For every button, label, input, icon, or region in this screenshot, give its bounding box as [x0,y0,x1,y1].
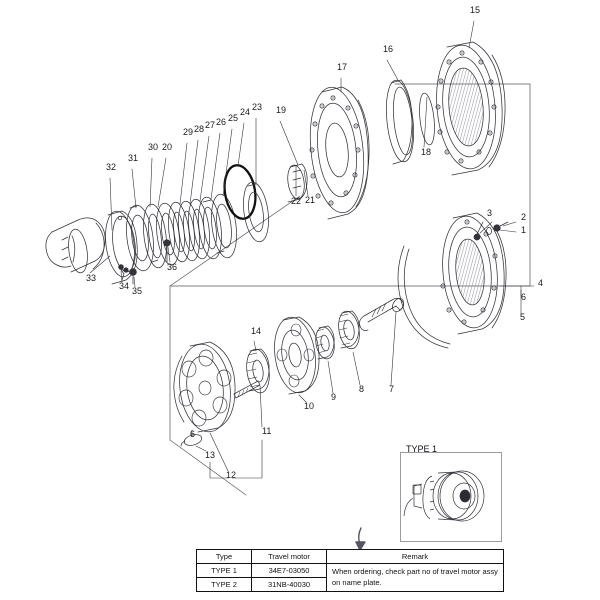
part-36-plug [163,239,171,263]
cell-type-1: TYPE 1 [196,563,252,578]
part-8-sun-gear [338,310,360,350]
callout-8: 8 [359,384,364,394]
part-12-cylinder-block [173,341,236,433]
callout-7: 7 [389,384,394,394]
part-19-17-carrier-housing [309,86,370,220]
part-2-1-bolt-washer [486,221,509,235]
part-22-21-shaft-end [287,163,308,203]
brake-plate-stack [126,193,237,272]
part-23-o-ring-seal [223,164,257,220]
part-25-piston-body [211,193,237,259]
part-35-washer [129,268,137,285]
part-13-plug [180,434,203,447]
callout-1: 1 [521,225,526,235]
callout-12: 12 [226,470,236,480]
part-32-end-cover [45,217,106,274]
callout-15: 15 [470,5,480,15]
part-26-piston [198,196,225,260]
callout-25: 25 [228,113,238,123]
callout-20: 20 [162,142,172,152]
callout-28: 28 [194,124,204,134]
part-9-pinion [315,325,335,360]
type1-inset-title: TYPE 1 [406,444,438,454]
callout-6: 6 [521,292,526,302]
part-30-disc [156,202,180,266]
callout-36: 36 [167,262,177,272]
callout-30: 30 [148,142,158,152]
header-remark: Remark [326,549,504,564]
part-24-retainer [243,181,269,243]
cell-remark: When ordering, check part no of travel m… [326,563,504,592]
callout-18: 18 [421,147,431,157]
part-7-input-shaft [359,297,404,331]
table-pointer-arrow [355,527,366,551]
part-11-pin [233,380,261,399]
part-20-spring [143,203,167,269]
part-15-ring-gear [435,41,506,176]
callout-24: 24 [240,107,250,117]
callout-13: 13 [205,450,215,460]
callout-4: 4 [538,278,543,288]
part-4-5-6-motor-housing [440,212,507,335]
callout-27: 27 [205,120,215,130]
part-3-bolt [473,221,484,241]
table-header-row: Type Travel motor Remark [196,549,504,564]
type1-motor-illustration [403,470,485,522]
callout-33: 33 [86,273,96,283]
spec-table: Type Travel motor Remark TYPE 1 34E7-030… [196,549,504,592]
callout-10: 10 [304,401,314,411]
callout-22: 22 [291,196,301,206]
callout-35: 35 [132,286,142,296]
callout-2: 2 [521,212,526,222]
callout-6b: 6 [190,429,195,439]
cell-motor-2: 31NB-40030 [251,577,327,592]
callout-9: 9 [331,392,336,402]
header-type: Type [196,549,252,564]
leader-lines [89,20,535,479]
cell-type-2: TYPE 2 [196,577,252,592]
part-34-bolt [118,264,125,281]
callout-5: 5 [520,312,525,322]
callout-14: 14 [251,326,261,336]
table-row: TYPE 1 34E7-03050 When ordering, check p… [196,563,504,592]
part-33-cover-plate [105,210,138,285]
cell-motor-1: 34E7-03050 [251,563,327,578]
callout-32: 32 [106,162,116,172]
callout-3: 3 [487,208,492,218]
callout-23: 23 [252,102,262,112]
table-row: TYPE 2 31NB-40030 [196,577,504,592]
part-10-planetary-carrier [274,316,320,395]
callout-numbers: 1234567891011121314151617181920212223242… [86,5,543,480]
part-14-gear [246,348,270,394]
callout-19: 19 [276,105,286,115]
callout-26: 26 [216,117,226,127]
callout-29: 29 [183,127,193,137]
header-travel-motor: Travel motor [251,549,327,564]
callout-21: 21 [305,195,315,205]
callout-11: 11 [262,426,271,436]
part-18-seal-ring [419,92,435,146]
part-5-6-ring [397,245,451,349]
part-16-floating-seal [386,79,414,165]
callout-31: 31 [128,153,138,163]
callout-17: 17 [337,62,347,72]
callout-34: 34 [119,281,129,291]
type1-inset-box [400,452,502,542]
callout-16: 16 [383,44,393,54]
